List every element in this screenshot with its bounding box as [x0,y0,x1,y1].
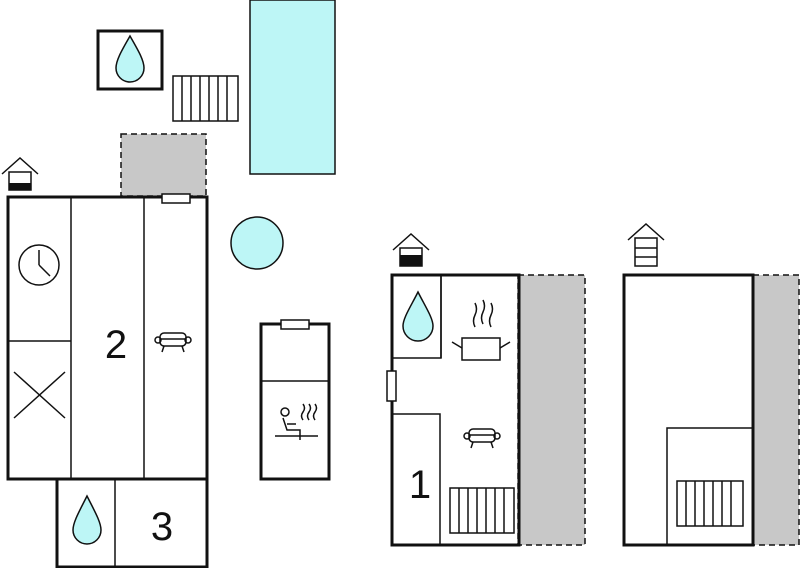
water-drop-icon [72,494,102,545]
sofa-icon [463,428,501,449]
water-drop-icon [115,34,145,83]
terrace [752,274,800,546]
sauna-icon [275,403,318,440]
radiator-icon [676,480,744,527]
building-middle [390,273,521,547]
cross-icon [13,371,66,419]
terrace [517,274,586,546]
pool-icon [249,0,336,175]
outdoor-water-point [96,29,164,91]
house-entrance-icon [627,222,665,267]
building-left-annex [55,477,209,568]
sofa-icon [154,332,192,353]
round-pool-icon [230,216,284,270]
radiator-icon [449,487,515,534]
cooking-pot-icon [451,299,511,361]
sauna-building [259,322,331,481]
room-1-label: 1 [409,463,431,507]
terrace [120,133,207,197]
room-2-label: 2 [105,323,127,367]
radiator-icon [172,75,239,122]
house-entrance-icon [1,156,39,191]
water-drop-icon [402,290,434,342]
room-3-label: 3 [151,505,173,549]
house-entrance-icon [392,232,430,267]
clock-icon [18,244,60,286]
